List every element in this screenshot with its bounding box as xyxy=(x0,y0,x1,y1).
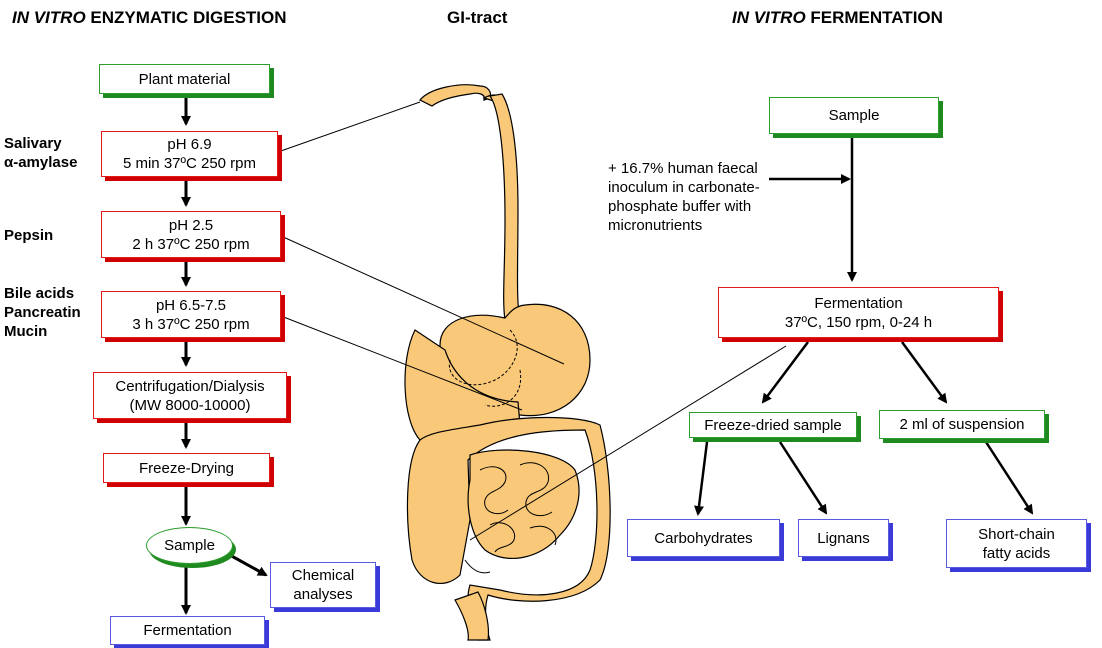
freeze-dried-sample-label: Freeze-dried sample xyxy=(704,416,842,435)
salivary-step-conditions: 5 min 37ºC 250 rpm xyxy=(123,154,256,173)
bile-line2: Pancreatin xyxy=(4,303,81,322)
bile-step-box: pH 6.5-7.5 3 h 37ºC 250 rpm xyxy=(101,291,281,338)
freeze-drying-label: Freeze-Drying xyxy=(139,459,234,478)
fermentation-output-box: Fermentation xyxy=(110,616,265,645)
centrifugation-label: Centrifugation/Dialysis xyxy=(115,377,264,396)
chemical-line2: analyses xyxy=(293,585,352,604)
salivary-enzyme-label: Salivary α-amylase xyxy=(4,134,77,172)
inoculum-line2: inoculum in carbonate- xyxy=(608,178,760,197)
inoculum-line1: + 16.7% human faecal xyxy=(608,159,760,178)
inoculum-line3: phosphate buffer with xyxy=(608,197,760,216)
pepsin-step-box: pH 2.5 2 h 37ºC 250 rpm xyxy=(101,211,281,258)
salivary-step-ph: pH 6.9 xyxy=(167,135,211,154)
freeze-dried-sample-box: Freeze-dried sample xyxy=(689,412,857,438)
fermentation-title: Fermentation xyxy=(814,294,902,313)
centrifugation-mw: (MW 8000-10000) xyxy=(130,396,251,415)
centrifugation-box: Centrifugation/Dialysis (MW 8000-10000) xyxy=(93,372,287,419)
plant-material-box: Plant material xyxy=(99,64,270,94)
bile-line1: Bile acids xyxy=(4,284,81,303)
scfa-line1: Short-chain xyxy=(978,525,1055,544)
salivary-line1: Salivary xyxy=(4,134,77,153)
fermentation-output-label: Fermentation xyxy=(143,621,231,640)
fermentation-conditions: 37ºC, 150 rpm, 0-24 h xyxy=(785,313,932,332)
pepsin-step-ph: pH 2.5 xyxy=(169,216,213,235)
inoculum-line4: micronutrients xyxy=(608,216,760,235)
sample-ellipse: Sample xyxy=(146,527,233,564)
carbohydrates-label: Carbohydrates xyxy=(654,529,752,548)
scfa-line2: fatty acids xyxy=(983,544,1051,563)
inoculum-note: + 16.7% human faecal inoculum in carbona… xyxy=(608,159,760,235)
salivary-step-box: pH 6.9 5 min 37ºC 250 rpm xyxy=(101,131,278,177)
freeze-drying-box: Freeze-Drying xyxy=(103,453,270,483)
lignans-box: Lignans xyxy=(798,519,889,557)
salivary-line2: α-amylase xyxy=(4,153,77,172)
bile-line3: Mucin xyxy=(4,322,81,341)
pepsin-enzyme-label: Pepsin xyxy=(4,226,53,245)
right-sample-box: Sample xyxy=(769,97,939,134)
bile-step-ph: pH 6.5-7.5 xyxy=(156,296,226,315)
chemical-analyses-box: Chemical analyses xyxy=(270,562,376,608)
fermentation-box: Fermentation 37ºC, 150 rpm, 0-24 h xyxy=(718,287,999,338)
pepsin-step-conditions: 2 h 37ºC 250 rpm xyxy=(132,235,249,254)
chemical-line1: Chemical xyxy=(292,566,355,585)
lignans-label: Lignans xyxy=(817,529,870,548)
suspension-label: 2 ml of suspension xyxy=(899,415,1024,434)
carbohydrates-box: Carbohydrates xyxy=(627,519,780,557)
suspension-box: 2 ml of suspension xyxy=(879,410,1045,439)
bile-step-conditions: 3 h 37ºC 250 rpm xyxy=(132,315,249,334)
plant-material-label: Plant material xyxy=(139,70,231,89)
sample-ellipse-label: Sample xyxy=(164,537,215,554)
bile-enzyme-label: Bile acids Pancreatin Mucin xyxy=(4,284,81,341)
right-sample-label: Sample xyxy=(829,106,880,125)
gi-tract-illustration xyxy=(405,85,610,640)
short-chain-fatty-acids-box: Short-chain fatty acids xyxy=(946,519,1087,568)
